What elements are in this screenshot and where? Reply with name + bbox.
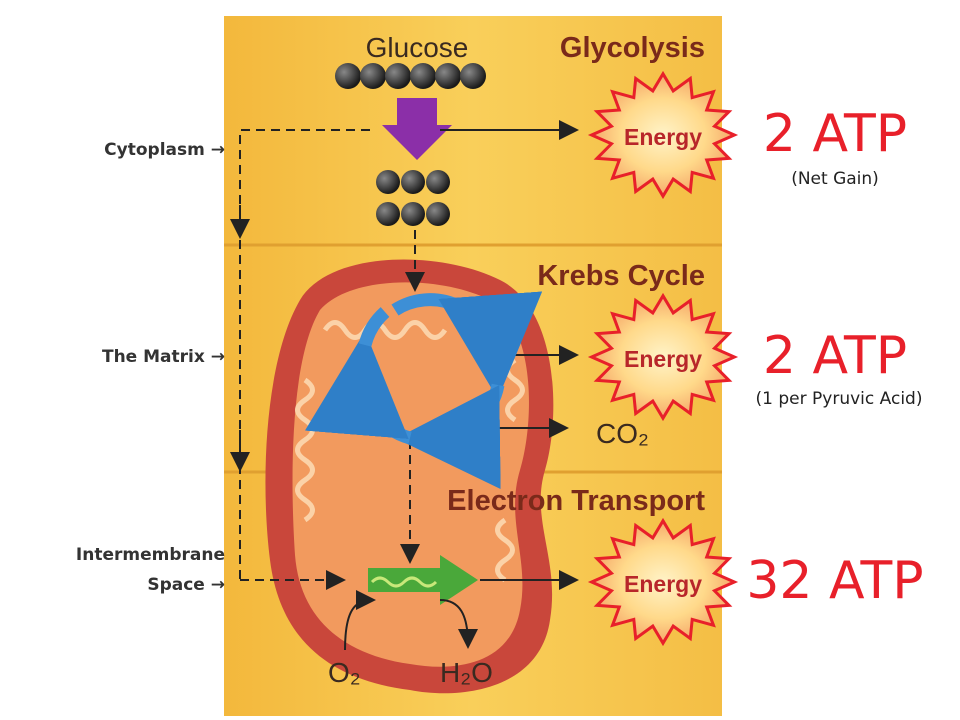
glycolysis-arrow [382, 98, 452, 160]
h2o-label: H₂O [440, 657, 493, 688]
glucose-label: Glucose [366, 32, 469, 63]
svg-text:Energy: Energy [624, 571, 702, 597]
electron-transport-title: Electron Transport [447, 485, 705, 517]
glucose-molecule [335, 63, 486, 89]
intermembrane-label-line1: Intermembrane [75, 545, 225, 565]
cytoplasm-label: Cytoplasm → [104, 140, 225, 160]
energy-burst-electron: Energy [587, 517, 739, 647]
matrix-label: The Matrix → [101, 347, 225, 367]
water-arrow [439, 599, 478, 649]
energy-burst-glycolysis: Energy [587, 70, 739, 200]
electron-transport-arrow [368, 555, 478, 605]
krebs-cycle-title: Krebs Cycle [537, 260, 705, 292]
oxygen-arrow [344, 590, 376, 651]
krebs-atp-note: (1 per Pyruvic Acid) [755, 389, 923, 409]
glycolysis-atp-value: 2 ATP [762, 104, 908, 164]
svg-text:Energy: Energy [624, 124, 702, 150]
o2-label: O₂ [328, 657, 361, 688]
glycolysis-atp-note: (Net Gain) [791, 169, 879, 189]
svg-text:Energy: Energy [624, 346, 702, 372]
co2-label: CO₂ [596, 418, 649, 449]
intermembrane-label-line2: Space → [147, 575, 225, 595]
energy-burst-krebs: Energy [587, 292, 739, 422]
glycolysis-title: Glycolysis [560, 32, 705, 64]
krebs-atp-value: 2 ATP [762, 326, 908, 386]
krebs-cycle-loop [305, 291, 543, 490]
pyruvic-acid-molecules [376, 170, 450, 226]
electron-atp-value: 32 ATP [746, 551, 924, 611]
